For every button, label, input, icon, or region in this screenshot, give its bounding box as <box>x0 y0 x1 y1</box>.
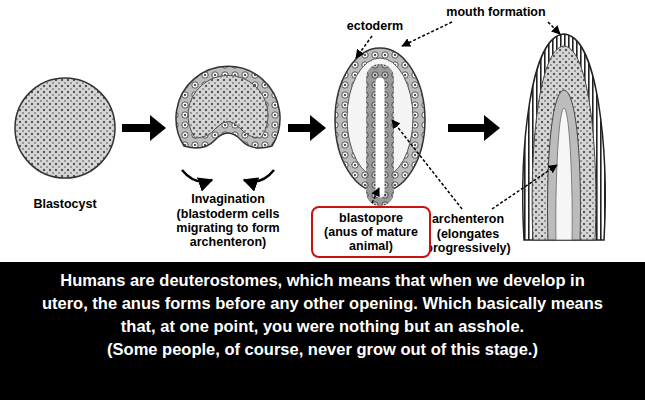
gastrula-figure <box>335 48 425 193</box>
step-arrow <box>448 115 500 141</box>
stage-label: Blastocyst <box>15 197 115 211</box>
step-arrow <box>122 115 166 141</box>
leader-line <box>356 22 560 209</box>
node-text: Humans are deuterostomes, which means th… <box>36 269 609 338</box>
elongated-gastrula-figure <box>523 34 605 240</box>
caption-band: Humans are deuterostomes, which means th… <box>0 262 645 400</box>
part-note: (elongates progressively) <box>418 227 518 255</box>
blastocyst-figure <box>15 78 115 178</box>
part-label: mouth formation <box>438 5 554 19</box>
node-subtext: (Some people, of course, never grow out … <box>36 338 609 361</box>
part-label: ectoderm <box>340 19 410 33</box>
stage-note: (blastoderm cells migrating to form arch… <box>163 207 293 249</box>
node-text: blastopore <box>317 211 425 225</box>
invagination-figure <box>176 66 280 181</box>
highlight-box: blastopore(anus of mature animal) <box>311 206 431 258</box>
node-subtext: (anus of mature animal) <box>317 225 425 253</box>
part-label: archenteron <box>418 212 518 226</box>
step-arrow <box>288 115 326 141</box>
stage-label: Invagination <box>158 192 298 206</box>
